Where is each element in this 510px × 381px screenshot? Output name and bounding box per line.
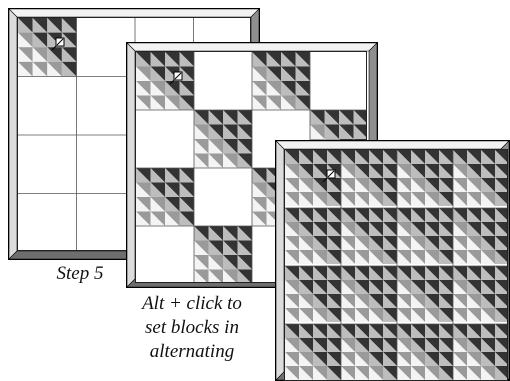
pieced-block <box>397 208 453 264</box>
pieced-block <box>453 150 507 206</box>
alt-click-caption: Alt + click to set blocks in alternating <box>112 292 272 364</box>
quilt-canvas[interactable] <box>284 149 508 381</box>
pattern-brush-cursor-icon <box>169 71 183 85</box>
pieced-block <box>285 266 341 322</box>
pieced-block <box>397 150 453 206</box>
pieced-block <box>136 52 194 110</box>
alt-caption-line-1: Alt + click to <box>142 293 242 314</box>
pieced-block <box>453 266 507 322</box>
pieced-block <box>397 324 453 380</box>
pieced-block <box>18 18 77 77</box>
pieced-block <box>341 324 397 380</box>
pieced-block <box>341 150 397 206</box>
pieced-block <box>285 150 341 206</box>
quilt-grid <box>285 150 507 380</box>
pieced-block <box>397 266 453 322</box>
alt-caption-line-3: alternating <box>149 341 235 362</box>
pieced-block <box>341 266 397 322</box>
quilt-grid <box>18 18 250 250</box>
pieced-block <box>453 208 507 264</box>
step-caption: Step 5 <box>56 263 104 284</box>
pieced-block <box>194 110 252 168</box>
alt-caption-line-2: set blocks in <box>145 317 239 338</box>
pieced-block <box>285 324 341 380</box>
pieced-block <box>285 208 341 264</box>
pieced-block <box>453 324 507 380</box>
quilt-panel-full <box>275 140 510 381</box>
pieced-block <box>194 226 252 282</box>
pieced-block <box>341 208 397 264</box>
pieced-block <box>136 168 194 226</box>
pieced-block <box>252 52 310 110</box>
pattern-brush-cursor-icon <box>322 169 336 183</box>
pattern-brush-cursor-icon <box>51 37 65 51</box>
